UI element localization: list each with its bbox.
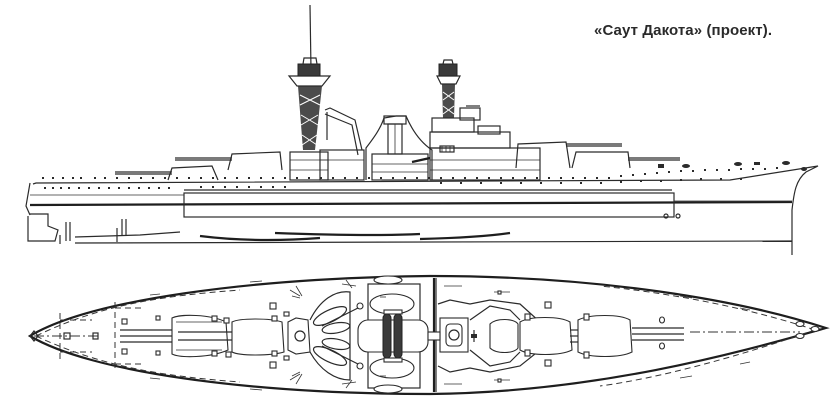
aft-superstructure-plan bbox=[287, 279, 364, 389]
funnel-plan bbox=[357, 275, 429, 394]
aft-turrets-plan bbox=[120, 314, 285, 358]
figure-caption: «Саут Дакота» (проект). bbox=[594, 22, 773, 39]
forward-turrets bbox=[515, 141, 680, 169]
forward-mast-bridge bbox=[411, 59, 541, 181]
aft-cage-mast bbox=[287, 57, 332, 181]
side-profile bbox=[25, 4, 819, 255]
portholes bbox=[42, 167, 778, 189]
forward-superstructure-plan bbox=[427, 285, 541, 385]
plan-view bbox=[27, 274, 830, 396]
forward-turrets-plan bbox=[519, 313, 684, 359]
funnel bbox=[365, 115, 433, 181]
crane bbox=[319, 107, 365, 181]
aft-turrets bbox=[115, 151, 283, 181]
